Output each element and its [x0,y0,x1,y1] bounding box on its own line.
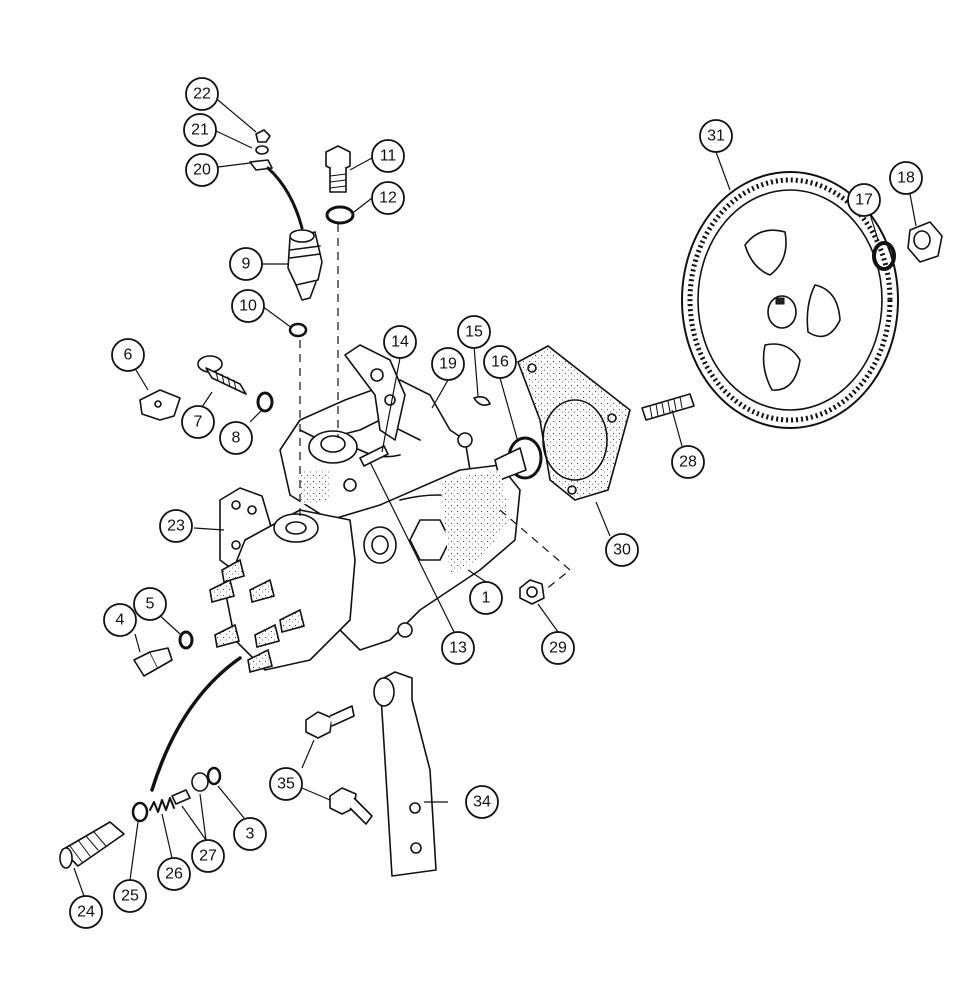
washer-21 [255,145,269,155]
nut-18 [907,221,943,263]
svg-text:15: 15 [465,324,483,341]
svg-text:5: 5 [146,596,155,613]
svg-text:18: 18 [897,170,915,187]
svg-text:16: 16 [491,354,509,371]
callout-31: 31 [699,119,733,153]
svg-text:7: 7 [194,414,203,431]
washer-3 [206,766,222,786]
svg-text:26: 26 [165,866,183,883]
callout-16: 16 [483,345,517,379]
cold-start-device-9 [287,229,323,301]
callout-6: 6 [111,338,145,372]
washer-12 [325,205,355,225]
callout-13: 13 [441,631,475,665]
washer-8 [256,391,274,413]
fitting-24 [59,821,125,869]
svg-text:28: 28 [679,454,697,471]
key-15 [473,396,491,406]
callout-1: 1 [469,581,503,615]
wire-lead [266,166,304,230]
callout-10: 10 [231,289,265,323]
valve-27-b [191,772,209,792]
bolt-35-lower [329,787,373,825]
callout-11: 11 [371,139,405,173]
svg-text:14: 14 [391,334,409,351]
assembly-line-29 [499,509,571,591]
svg-text:34: 34 [473,794,491,811]
drive-gear [681,171,899,429]
assembly-arrow-curve [150,656,242,792]
callout-7: 7 [181,405,215,439]
svg-text:1: 1 [482,590,491,607]
callout-29: 29 [541,631,575,665]
svg-text:3: 3 [246,826,255,843]
callout-19: 19 [431,347,465,381]
callout-20: 20 [185,153,219,187]
callout-3: 3 [233,817,267,851]
stud-28 [641,393,695,421]
screw-7 [197,355,247,395]
bolt-35-upper [305,705,355,739]
callout-14: 14 [383,325,417,359]
callout-21: 21 [183,113,217,147]
banjo-bolt-11 [325,145,351,193]
screw-14 [359,445,389,467]
spring-26 [149,797,175,813]
callout-9: 9 [229,247,263,281]
svg-text:9: 9 [242,256,251,273]
svg-text:27: 27 [199,848,217,865]
plug-4 [133,647,173,677]
callout-8: 8 [219,421,253,455]
nut-22 [255,129,271,143]
callout-28: 28 [671,445,705,479]
washer-25 [131,801,149,823]
sealing-ring-10 [288,322,308,338]
valve-27-a [171,789,191,805]
callout-18: 18 [889,161,923,195]
svg-text:35: 35 [277,776,295,793]
svg-text:11: 11 [380,148,397,165]
bracket-34 [373,671,437,877]
callout-24: 24 [69,895,103,929]
callout-27: 27 [191,839,225,873]
callout-17: 17 [847,183,881,217]
svg-text:20: 20 [193,162,211,179]
callout-34: 34 [465,785,499,819]
svg-text:6: 6 [124,347,133,364]
callout-5: 5 [133,587,167,621]
callout-12: 12 [371,181,405,215]
svg-text:8: 8 [232,430,241,447]
svg-text:24: 24 [77,904,95,921]
washer-5 [178,630,194,650]
svg-text:17: 17 [855,192,873,209]
svg-text:31: 31 [707,128,725,145]
callout-23: 23 [159,509,193,543]
svg-text:23: 23 [167,518,185,535]
svg-text:13: 13 [449,640,467,657]
svg-text:19: 19 [439,356,457,373]
lock-washer-17 [872,241,896,271]
callout-22: 22 [185,77,219,111]
callout-35: 35 [269,767,303,801]
plate-6 [139,389,181,421]
callout-4: 4 [103,603,137,637]
terminal-20 [249,159,273,171]
svg-text:30: 30 [613,542,631,559]
callout-15: 15 [457,315,491,349]
svg-text:25: 25 [121,888,139,905]
svg-text:10: 10 [239,298,257,315]
gasket-30 [517,345,631,501]
hydraulic-head [209,509,356,674]
svg-text:21: 21 [191,122,209,139]
svg-text:29: 29 [549,640,567,657]
callout-26: 26 [157,857,191,891]
svg-text:12: 12 [379,190,397,207]
svg-text:22: 22 [193,86,211,103]
nut-29 [519,579,545,605]
callout-25: 25 [113,879,147,913]
svg-text:4: 4 [116,612,125,629]
callout-30: 30 [605,533,639,567]
